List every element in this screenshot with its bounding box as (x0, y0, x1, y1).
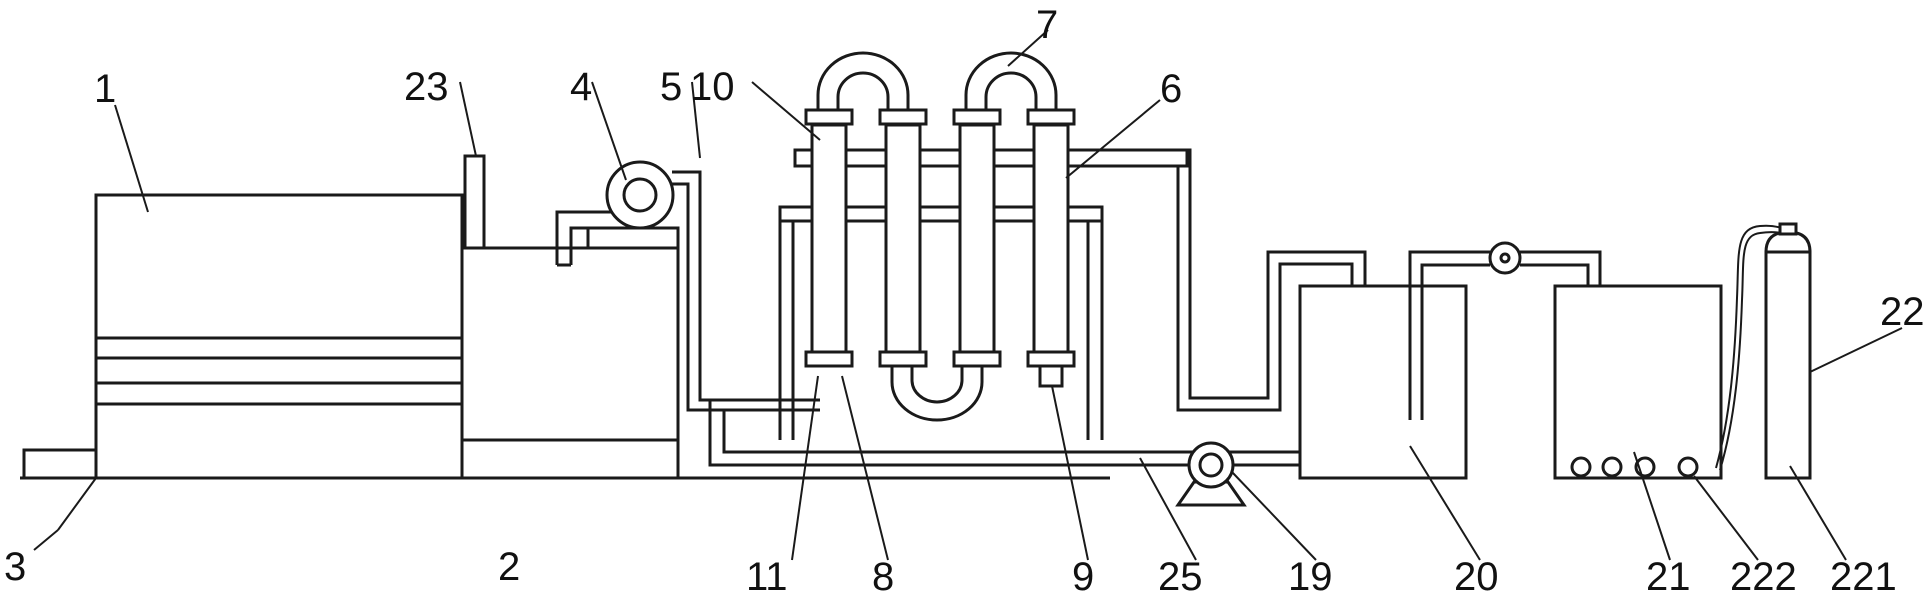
tank-21 (1553, 284, 1723, 480)
label-7: 7 (1036, 3, 1058, 47)
column-b (878, 108, 928, 368)
label-21: 21 (1646, 555, 1691, 599)
label-23: 23 (404, 65, 449, 109)
u-bend-top-left (816, 51, 910, 110)
u-bend-top-right (964, 51, 1058, 110)
label-22: 22 (1880, 290, 1924, 334)
label-221: 221 (1830, 555, 1897, 599)
column-c (952, 108, 1002, 368)
leader-lines (33, 29, 1903, 561)
label-6: 6 (1160, 67, 1182, 111)
pump-19 (1175, 441, 1247, 507)
label-25: 25 (1158, 555, 1203, 599)
support-frame (778, 205, 1104, 440)
vent-pipe-23 (463, 154, 486, 250)
column-d (1026, 108, 1076, 388)
label-20: 20 (1454, 555, 1499, 599)
label-10: 10 (690, 65, 735, 109)
label-4: 4 (570, 65, 592, 109)
label-1: 1 (94, 67, 116, 111)
gas-cylinder-22 (1764, 222, 1812, 480)
flow-meter (1488, 241, 1522, 275)
pipe-5 (672, 170, 820, 412)
label-9: 9 (1072, 555, 1094, 599)
pipe-25 (708, 400, 1300, 467)
column-a (804, 108, 854, 368)
u-bend-bottom (890, 366, 984, 422)
label-2: 2 (498, 545, 520, 589)
tank-1 (94, 193, 464, 480)
label-8: 8 (872, 555, 894, 599)
label-3: 3 (4, 545, 26, 589)
pipe-20-to-21 (1520, 250, 1602, 286)
label-19: 19 (1288, 555, 1333, 599)
fan-4 (586, 160, 680, 250)
tank-20 (1298, 250, 1490, 480)
tank-2 (460, 246, 680, 480)
base-plate-3 (22, 448, 98, 480)
label-5: 5 (660, 65, 682, 109)
label-11: 11 (746, 555, 788, 599)
label-222: 222 (1730, 555, 1797, 599)
pipe-top-to-20 (1176, 148, 1367, 412)
